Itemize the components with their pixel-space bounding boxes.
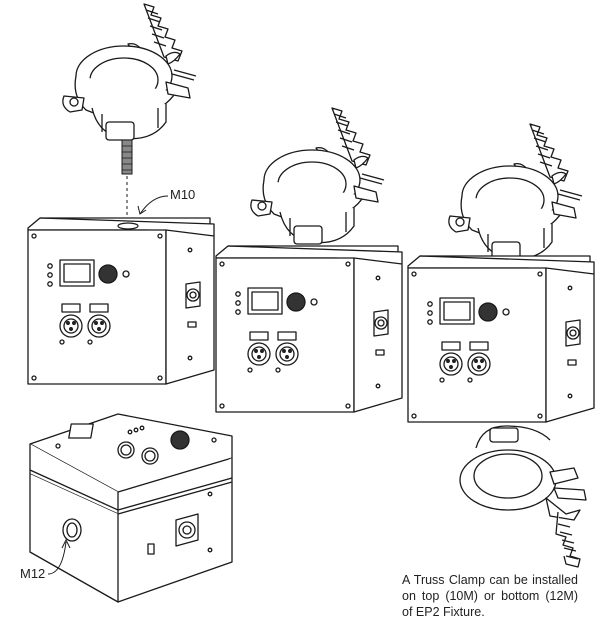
clamp-top-mounted-2 — [448, 123, 583, 261]
clamp-top-mounted — [250, 107, 385, 245]
m10-bolt — [121, 139, 169, 224]
m12-label: M12 — [20, 566, 46, 581]
clamp-exploded — [62, 3, 197, 141]
clamp-bottom-mounted — [459, 425, 587, 568]
caption: A Truss Clamp can be installed on top (1… — [402, 573, 578, 619]
ep2-fixture-3 — [407, 255, 595, 423]
m12-leader — [47, 538, 71, 575]
ep2-fixture-underside — [29, 413, 233, 603]
ep2-fixture-1 — [27, 217, 215, 385]
m10-label: M10 — [170, 187, 196, 202]
ep2-fixture-2 — [215, 245, 403, 413]
